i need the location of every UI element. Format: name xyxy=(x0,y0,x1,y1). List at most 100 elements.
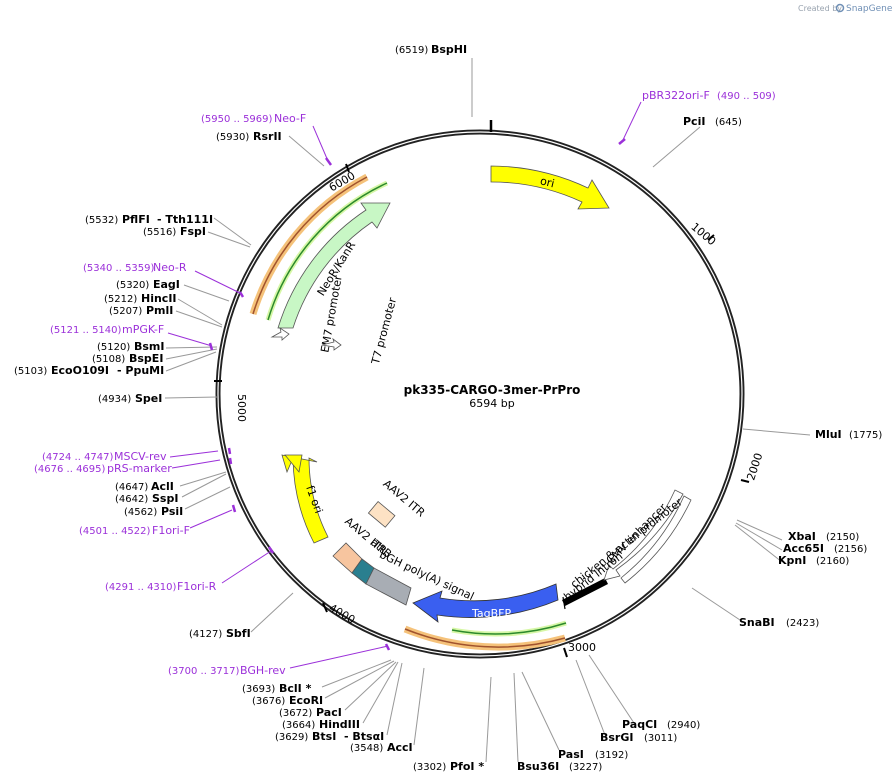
site-mlui-pos: (1775) xyxy=(849,430,882,441)
site-acc65i-pos: (2156) xyxy=(834,544,867,555)
site-fspi-name[interactable]: FspI xyxy=(180,225,206,238)
site-pflfi-name[interactable]: PflFI xyxy=(122,213,150,226)
primer-msscv-pos: (4724 .. 4747) xyxy=(42,452,114,463)
site-sspi-name[interactable]: SspI xyxy=(152,492,178,505)
site-pfoi-name[interactable]: PfoI * xyxy=(450,760,484,773)
primer-pbr322-name[interactable]: pBR322ori-F xyxy=(642,89,710,102)
site-hincii-name[interactable]: HincII xyxy=(141,292,177,305)
tick-5000: 5000 xyxy=(235,394,248,422)
feature-f1-ori[interactable]: f1 ori xyxy=(281,454,329,544)
site-paci-pos: (3672) xyxy=(279,708,312,719)
tick-4000: 4000 xyxy=(327,601,358,626)
site-pasi-name[interactable]: PasI xyxy=(558,748,584,761)
primer-mpgkf-name[interactable]: mPGK-F xyxy=(122,323,164,336)
site-ecori-name[interactable]: EcoRI xyxy=(289,694,323,707)
site-bsu36i-name[interactable]: Bsu36I xyxy=(517,760,559,773)
site-pcii-name[interactable]: PciI xyxy=(683,115,705,128)
site-snabi-name[interactable]: SnaBI xyxy=(739,616,775,629)
site-acc65i-name[interactable]: Acc65I xyxy=(783,542,824,555)
site-snabi-pos: (2423) xyxy=(786,618,819,629)
site-bspei-name[interactable]: BspEI xyxy=(129,352,163,365)
feature-bgh-stack[interactable]: AAV2 ITR attB bGH poly(A) signal xyxy=(332,515,476,606)
site-kpni-pos: (2160) xyxy=(816,556,849,567)
site-eagi-name[interactable]: EagI xyxy=(153,278,180,291)
site-paci-name[interactable]: PacI xyxy=(316,706,342,719)
site-btsi-extra[interactable]: - BtsαI xyxy=(344,730,384,743)
tick-2000: 2000 xyxy=(744,451,765,482)
site-ecori-pos: (3676) xyxy=(252,696,285,707)
site-spei-name[interactable]: SpeI xyxy=(135,392,162,405)
feature-ori[interactable]: ori xyxy=(490,165,610,210)
site-pflfi-pos: (5532) xyxy=(85,215,118,226)
site-pflfi-extra[interactable]: - Tth111I xyxy=(157,213,213,226)
site-bsphi-name[interactable]: BspHI xyxy=(431,43,467,56)
brand-name: SnapGene xyxy=(846,4,893,14)
site-bsmi-pos: (5120) xyxy=(97,342,130,353)
feature-aav2-itr-box[interactable]: AAV2 ITR xyxy=(367,477,428,528)
primer-msscv-name[interactable]: MSCV-rev xyxy=(114,450,167,463)
feature-tagbfp[interactable]: TagBFP xyxy=(412,583,559,623)
primer-neof-pos: (5950 .. 5969) xyxy=(201,114,273,125)
site-bcli-name[interactable]: BclI * xyxy=(279,682,312,695)
feature-ori-label: ori xyxy=(539,174,556,190)
backbone xyxy=(215,129,745,659)
primer-bghrev-pos: (3700 .. 3717) xyxy=(168,666,240,677)
site-bsmi-name[interactable]: BsmI xyxy=(134,340,165,353)
site-rsrii-pos: (5930) xyxy=(216,132,249,143)
primer-f1orif-name[interactable]: F1ori-F xyxy=(152,524,190,537)
primer-pbr322-pos: (490 .. 509) xyxy=(717,91,776,102)
site-acci-name[interactable]: AccI xyxy=(387,741,413,754)
site-bsrgi-name[interactable]: BsrGI xyxy=(600,731,633,744)
feature-tagbfp-label: TagBFP xyxy=(471,607,511,620)
site-acci-pos: (3548) xyxy=(350,743,383,754)
site-bspei-pos: (5108) xyxy=(92,354,125,365)
primer-bghrev-name[interactable]: BGH-rev xyxy=(240,664,286,677)
site-btsi-pos: (3629) xyxy=(275,732,308,743)
primer-f1orir-name[interactable]: F1ori-R xyxy=(177,580,217,593)
primer-neor-pos: (5340 .. 5359) xyxy=(83,263,155,274)
primer-neof-name[interactable]: Neo-F xyxy=(274,112,306,125)
primer-prs-name[interactable]: pRS-marker xyxy=(107,462,172,475)
primer-f1orir-pos: (4291 .. 4310) xyxy=(105,582,177,593)
site-xbai-name[interactable]: XbaI xyxy=(788,530,816,543)
site-paqci-name[interactable]: PaqCI xyxy=(622,718,657,731)
primer-ticks xyxy=(208,138,626,651)
primer-mpgkf-pos: (5121 .. 5140) xyxy=(50,325,122,336)
site-mlui-name[interactable]: MluI xyxy=(815,428,842,441)
site-ecoo109i-name[interactable]: EcoO109I xyxy=(51,364,109,377)
plasmid-name: pk335-CARGO-3mer-PrPro xyxy=(404,383,581,397)
neo-primer-bars xyxy=(249,173,389,321)
site-spei-pos: (4934) xyxy=(98,394,131,405)
site-bsu36i-pos: (3227) xyxy=(569,762,602,773)
site-pmli-name[interactable]: PmlI xyxy=(146,304,173,317)
site-sspi-pos: (4642) xyxy=(115,494,148,505)
site-paqci-pos: (2940) xyxy=(667,720,700,731)
site-pmli-pos: (5207) xyxy=(109,306,142,317)
site-leader-lines xyxy=(164,58,811,763)
site-acli-pos: (4647) xyxy=(115,482,148,493)
feature-cmv-enhancer[interactable]: CMV enhancer chicken β-actin promoter hy… xyxy=(561,489,692,604)
site-btsi-name[interactable]: BtsI xyxy=(312,730,336,743)
site-fspi-pos: (5516) xyxy=(143,227,176,238)
site-acli-name[interactable]: AclI xyxy=(151,480,174,493)
site-hindiii-name[interactable]: HindIII xyxy=(319,718,360,731)
site-sbfi-name[interactable]: SbfI xyxy=(226,627,251,640)
primer-prs-pos: (4676 .. 4695) xyxy=(34,464,106,475)
site-pasi-pos: (3192) xyxy=(595,750,628,761)
site-bsrgi-pos: (3011) xyxy=(644,733,677,744)
site-ecoo109i-extra[interactable]: - PpuMI xyxy=(117,364,164,377)
plasmid-length: 6594 bp xyxy=(469,397,514,410)
primer-neor-name[interactable]: Neo-R xyxy=(153,261,187,274)
site-eagi-pos: (5320) xyxy=(116,280,149,291)
site-psii-name[interactable]: PsiI xyxy=(161,505,183,518)
site-sbfi-pos: (4127) xyxy=(189,629,222,640)
site-pcii-pos: (645) xyxy=(715,117,742,128)
feature-t7-label: T7 promoter xyxy=(369,296,400,367)
feature-hybrid-intron[interactable] xyxy=(562,578,608,610)
site-xbai-pos: (2150) xyxy=(826,532,859,543)
site-bsphi-pos: (6519) xyxy=(395,45,428,56)
site-psii-pos: (4562) xyxy=(124,507,157,518)
site-kpni-name[interactable]: KpnI xyxy=(778,554,806,567)
site-rsrii-name[interactable]: RsrII xyxy=(253,130,282,143)
